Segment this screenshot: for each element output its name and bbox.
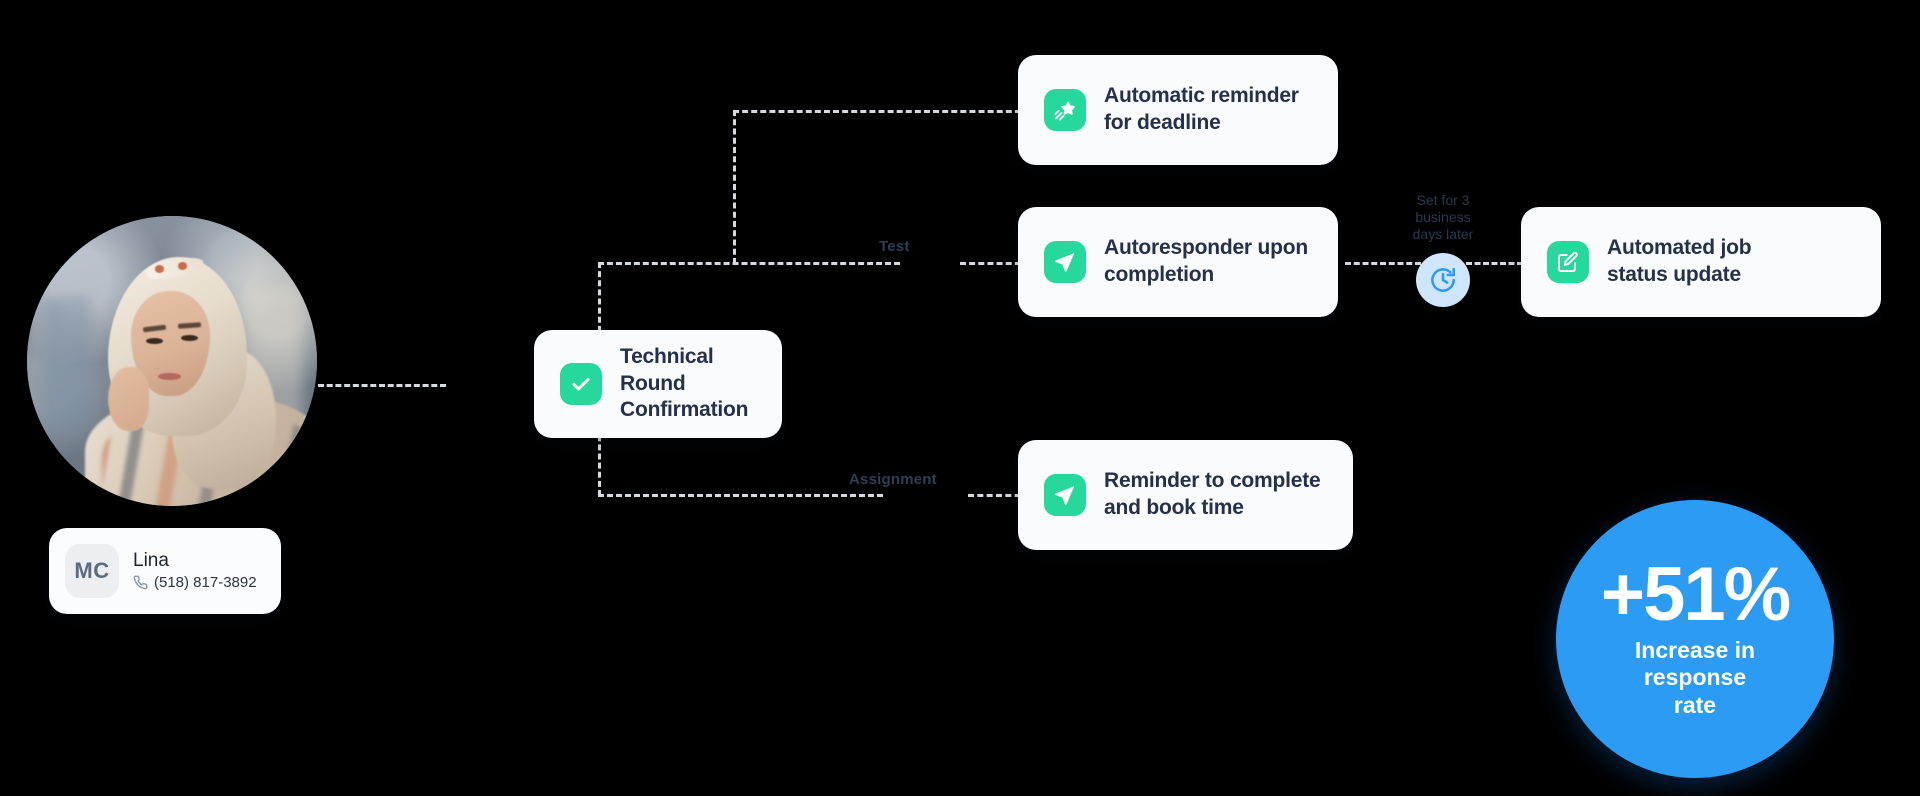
- branch-label-test: Test: [879, 238, 910, 255]
- phone-row[interactable]: (518) 817-3892: [133, 574, 257, 591]
- check-circle-icon: [560, 363, 602, 405]
- stat-value: +51%: [1600, 551, 1791, 637]
- connector-assignment-branch: [598, 494, 883, 497]
- edit-square-icon: [1547, 241, 1589, 283]
- avatar-initials: MC: [65, 544, 119, 598]
- contact-card[interactable]: MC Lina (518) 817-3892: [49, 528, 281, 614]
- shooting-star-icon: [1044, 89, 1086, 131]
- branch-label-assignment: Assignment: [849, 471, 937, 488]
- connector-test-branch: [598, 262, 900, 265]
- connector-delay-to-status-update: [1466, 262, 1540, 265]
- connector-to-automatic-reminder: [733, 110, 1030, 113]
- card-title: Automatic reminder for deadline: [1104, 84, 1299, 134]
- contact-phone: (518) 817-3892: [154, 574, 257, 592]
- card-reminder-book-time[interactable]: Reminder to complete and book time: [1018, 440, 1353, 550]
- card-title: Automated job status update: [1607, 236, 1752, 286]
- connector-to-autoresponder: [960, 262, 1030, 265]
- card-automated-job-status[interactable]: Automated job status update: [1521, 207, 1881, 317]
- card-title: Technical Round Confirmation: [620, 344, 749, 422]
- card-autoresponder[interactable]: Autoresponder upon completion: [1018, 207, 1338, 317]
- card-title: Autoresponder upon completion: [1104, 236, 1309, 286]
- send-icon: [1044, 474, 1086, 516]
- connector-test-riser: [733, 110, 736, 264]
- delay-label: Set for 3 business days later: [1412, 192, 1474, 243]
- clock-rotate-icon: [1416, 253, 1470, 307]
- connector-avatar-to-trigger: [318, 384, 446, 387]
- contact-name: Lina: [133, 549, 169, 571]
- card-technical-round-confirmation[interactable]: Technical Round Confirmation: [534, 330, 782, 438]
- card-automatic-reminder[interactable]: Automatic reminder for deadline: [1018, 55, 1338, 165]
- contact-photo: [27, 216, 317, 506]
- connector-autoresponder-to-delay: [1345, 262, 1421, 265]
- stat-badge: +51% Increase in response rate: [1556, 500, 1834, 778]
- send-icon: [1044, 241, 1086, 283]
- stat-caption: Increase in response rate: [1634, 636, 1756, 718]
- card-title: Reminder to complete and book time: [1104, 469, 1321, 519]
- connector-to-reminder-book-time: [968, 494, 1030, 497]
- avatar: [27, 216, 317, 506]
- phone-icon: [133, 575, 148, 590]
